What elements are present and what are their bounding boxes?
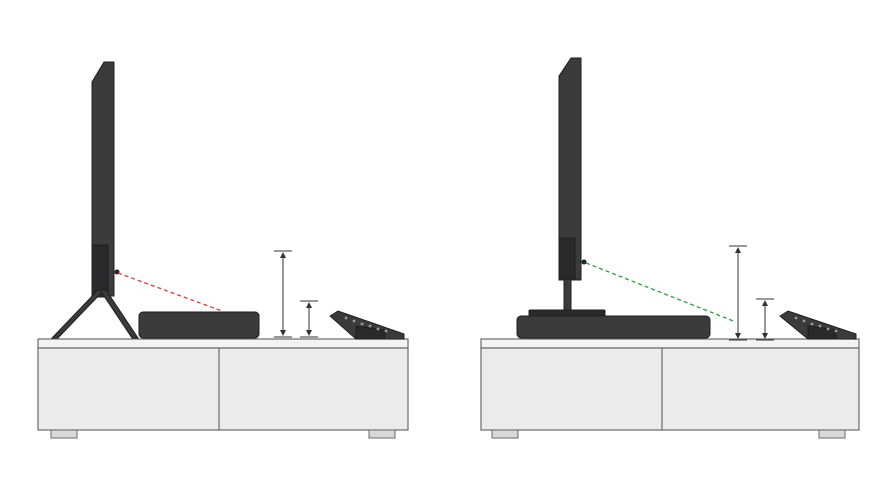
right-tv-sensor [581, 259, 587, 265]
left-cabinet-top [37, 338, 409, 349]
right-tv-back-housing [558, 237, 576, 281]
left-tv [50, 61, 139, 339]
left-cabinet-foot-left [50, 429, 78, 439]
left-remote [329, 310, 405, 340]
left-tv-foot-front [50, 289, 106, 339]
left-soundbar [138, 311, 260, 339]
right-panel [480, 57, 860, 439]
right-sightline-clear [585, 262, 737, 323]
left-remote-buttons [344, 316, 388, 333]
right-soundbar [516, 315, 711, 339]
right-cabinet [480, 338, 860, 439]
right-cabinet-top [480, 338, 860, 349]
right-tv-pedestal-base [528, 309, 606, 317]
right-remote-body [779, 310, 857, 340]
left-cabinet [37, 338, 409, 439]
left-cabinet-foot-right [368, 429, 396, 439]
right-dimension-short [756, 298, 774, 341]
left-dimension-short [300, 300, 318, 338]
right-cabinet-body [480, 347, 860, 431]
left-panel [37, 61, 409, 439]
left-dimension-tall [274, 250, 292, 338]
right-remote [779, 310, 857, 340]
right-cabinet-foot-left [491, 429, 519, 439]
right-tv [528, 57, 606, 317]
left-sightline-blocked [117, 272, 223, 312]
left-cabinet-body [37, 347, 409, 431]
right-dimension-tall [729, 245, 747, 341]
left-tv-foot-back [99, 289, 139, 339]
left-tv-back-housing [91, 244, 109, 298]
right-cabinet-foot-right [818, 429, 846, 439]
right-tv-neck [563, 278, 572, 312]
right-remote-buttons [794, 316, 838, 333]
